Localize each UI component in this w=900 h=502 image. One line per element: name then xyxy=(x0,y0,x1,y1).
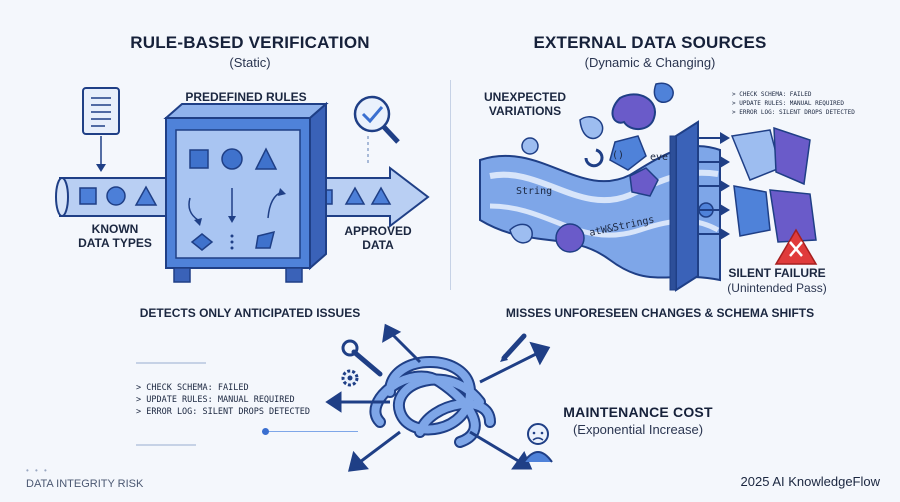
approved-data-label-2: DATA xyxy=(362,238,394,252)
maintenance-cost-subtitle: (Exponential Increase) xyxy=(572,422,704,437)
right-log-line-2: > UPDATE RULES: MANUAL REQUIRED xyxy=(732,100,844,107)
left-subtitle: (Static) xyxy=(229,55,271,70)
progress-track xyxy=(262,431,358,432)
right-title: EXTERNAL DATA SOURCES xyxy=(533,33,767,52)
warning-icon xyxy=(774,228,818,265)
silent-failure-title: SILENT FAILURE xyxy=(728,266,826,280)
right-log-line-3: > ERROR LOG: SILENT DROPS DETECTED xyxy=(732,109,855,116)
left-title: RULE-BASED VERIFICATION xyxy=(130,33,370,52)
maintenance-cost-title: MAINTENANCE COST xyxy=(563,404,713,420)
magnifier-check-icon xyxy=(353,95,400,166)
known-data-label-1: KNOWN xyxy=(91,222,139,236)
rule-machine xyxy=(163,101,329,283)
unexpected-variations-label-1: UNEXPECTED xyxy=(483,90,566,104)
input-pipe xyxy=(55,177,171,217)
silent-failure-subtitle: (Unintended Pass) xyxy=(727,281,827,295)
external-sources-illustration: String eve( () atW&Strings xyxy=(479,82,818,292)
footer-left: DATA INTEGRITY RISK xyxy=(26,478,144,490)
right-log: > CHECK SCHEMA: FAILED > UPDATE RULES: M… xyxy=(732,90,882,117)
pencil-icon xyxy=(500,333,527,362)
bottom-log: > CHECK SCHEMA: FAILED > UPDATE RULES: M… xyxy=(136,382,336,418)
wrench-icon xyxy=(341,339,383,377)
log-decor-lines-top xyxy=(136,362,206,364)
right-subtitle: (Dynamic & Changing) xyxy=(584,55,716,70)
code-token-parens: () xyxy=(612,150,624,161)
worried-person-icon xyxy=(523,423,553,463)
unexpected-variations-label-2: VARIATIONS xyxy=(488,104,562,118)
code-token-string: String xyxy=(516,186,552,197)
bottom-log-line-1: > CHECK SCHEMA: FAILED xyxy=(136,383,249,393)
progress-dot xyxy=(262,428,269,435)
footer-dots: • • • xyxy=(26,466,49,475)
right-caption: MISSES UNFORESEEN CHANGES & SCHEMA SHIFT… xyxy=(505,306,815,320)
approved-data-label-1: APPROVED xyxy=(344,224,412,238)
panel-divider xyxy=(450,80,451,290)
rule-verification-illustration xyxy=(55,87,430,283)
gear-icon xyxy=(341,369,359,387)
left-caption: DETECTS ONLY ANTICIPATED ISSUES xyxy=(139,306,361,320)
footer-right: 2025 AI KnowledgeFlow xyxy=(740,474,880,489)
right-log-line-1: > CHECK SCHEMA: FAILED xyxy=(732,91,812,98)
bottom-log-line-3: > ERROR LOG: SILENT DROPS DETECTED xyxy=(136,407,310,417)
log-decor-lines-bottom xyxy=(136,444,196,446)
bottom-log-line-2: > UPDATE RULES: MANUAL REQUIRED xyxy=(136,395,295,405)
document-icon xyxy=(82,87,120,172)
predefined-rules-label: PREDEFINED RULES xyxy=(185,90,307,104)
known-data-label-2: DATA TYPES xyxy=(78,236,152,250)
code-token-eve: eve( xyxy=(650,152,674,163)
maintenance-knot-illustration xyxy=(325,323,551,472)
